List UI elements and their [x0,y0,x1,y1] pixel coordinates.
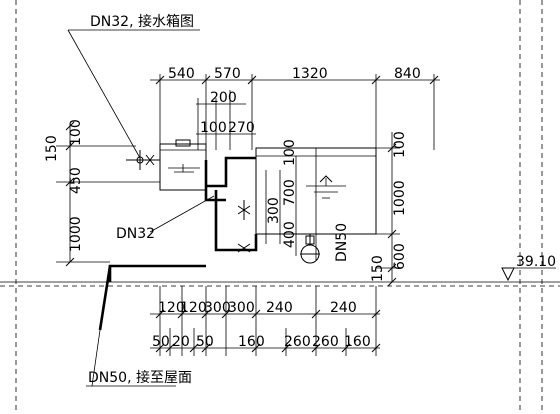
left-dimension-chain: 150 100 450 1000 [44,119,160,267]
dim-left-150: 150 [44,135,60,162]
connecting-pipes [98,156,258,331]
dim-bottom-50b: 50 [196,334,214,350]
dim-1320: 1320 [292,66,328,82]
dim-tank-700: 700 [282,179,298,206]
dim-right-150: 150 [370,255,386,282]
dim-bottom-50a: 50 [152,334,170,350]
large-water-tank: 100 700 300 400 [255,139,377,260]
dim-bottom-300b: 300 [228,300,255,316]
bottom-dimension-chain-1: 120 120 300 300 240 240 [150,286,381,356]
dn32-top-note: DN32, 接水箱图 [90,13,194,30]
dim-bottom-120b: 120 [180,300,207,316]
elevation-mark: 39.10 [501,254,556,282]
dim-bottom-160b: 160 [344,334,371,350]
top-dimension-chain: 540 570 1320 840 200 100 270 [150,66,440,150]
dim-bottom-300a: 300 [204,300,231,316]
dim-right-100: 100 [392,131,408,158]
pump-fitting: DN50 [300,223,350,264]
dn32-mid: DN32 [116,226,155,242]
dim-tank-300: 300 [266,197,282,224]
dim-100-top: 100 [200,120,227,136]
inlet-pipe [126,150,160,170]
right-dimension-chain: 100 1000 600 150 [370,131,408,287]
dim-left-450: 450 [68,167,84,194]
bottom-dimension-chain-2: 50 20 50 160 260 260 160 [150,328,381,356]
dim-tank-400: 400 [282,221,298,248]
dim-left-1000: 1000 [68,216,84,252]
small-water-tank [159,139,207,191]
dim-bottom-20: 20 [172,334,190,350]
dim-270: 270 [228,120,255,136]
dim-200: 200 [210,90,237,106]
dn50-right: DN50 [334,223,350,262]
dn50-bottom-leader: DN50, 接至屋面 [86,329,192,387]
dim-right-1000: 1000 [392,180,408,216]
dim-right-600: 600 [392,243,408,270]
elevation-value: 39.10 [516,254,556,270]
dim-570: 570 [214,66,241,82]
dim-bottom-260a: 260 [284,334,311,350]
dim-left-100: 100 [68,119,84,146]
dim-bottom-260b: 260 [312,334,339,350]
dim-tank-100: 100 [282,139,298,166]
dim-bottom-120a: 120 [158,300,185,316]
dim-bottom-240b: 240 [330,300,357,316]
dim-540: 540 [168,66,195,82]
dim-bottom-160a: 160 [238,334,265,350]
dn32-top-leader: DN32, 接水箱图 [67,13,200,159]
dim-840: 840 [394,66,421,82]
dn32-mid-leader: DN32 [116,195,215,242]
dim-bottom-240a: 240 [266,300,293,316]
dn50-bottom-note: DN50, 接至屋面 [88,369,192,386]
